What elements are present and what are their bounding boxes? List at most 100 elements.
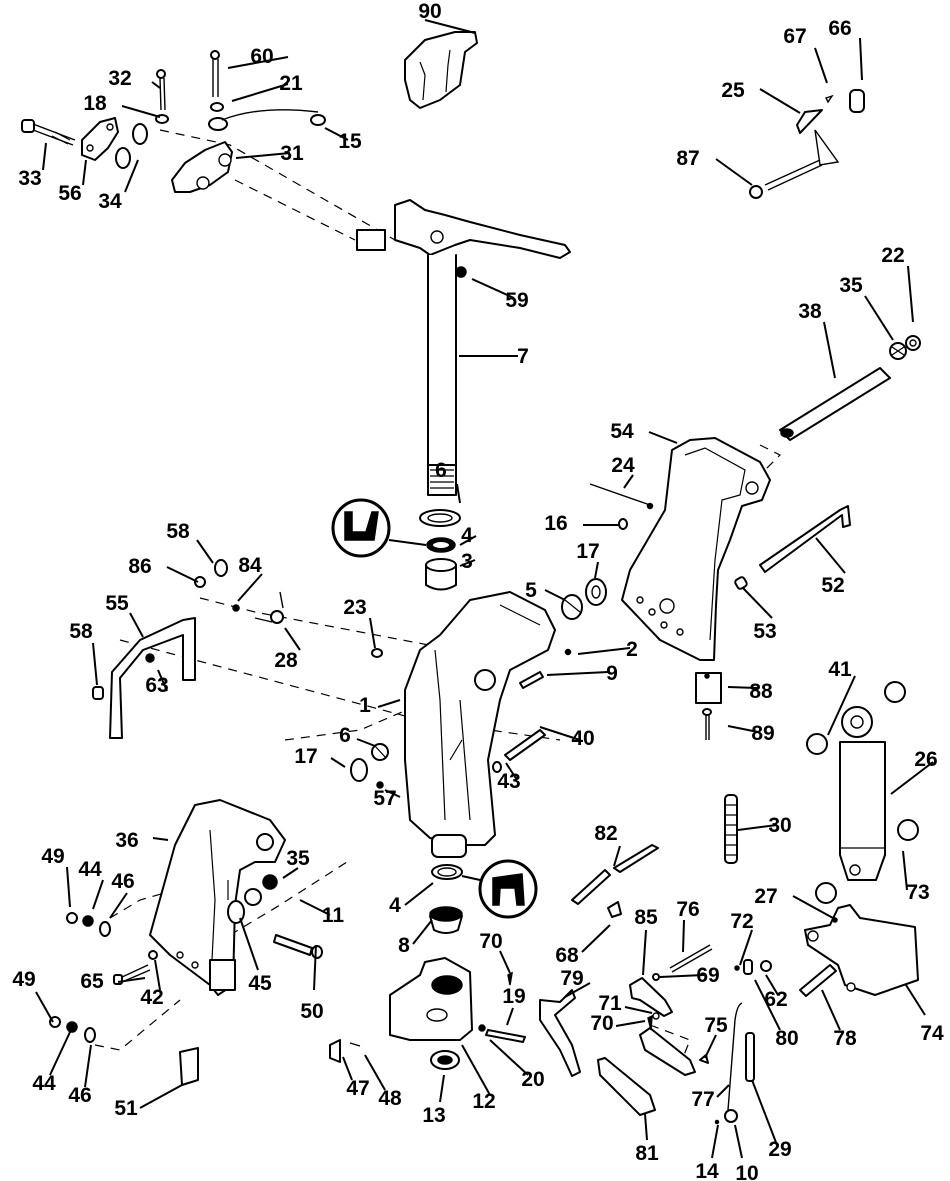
leader-line bbox=[84, 1044, 92, 1088]
leader-line bbox=[814, 47, 828, 84]
leader-line bbox=[92, 642, 98, 686]
callout-47: 47 bbox=[342, 1056, 370, 1100]
callout-number: 90 bbox=[418, 0, 441, 23]
callout-number: 29 bbox=[768, 1138, 791, 1161]
callout-number: 5 bbox=[525, 579, 537, 602]
leader-line bbox=[505, 762, 518, 781]
leader-line bbox=[594, 561, 599, 579]
leader-line bbox=[624, 1006, 653, 1014]
callout-number: 24 bbox=[611, 454, 635, 477]
callout-58: 58 bbox=[166, 520, 214, 564]
callout-number: 54 bbox=[610, 420, 634, 443]
callout-11: 11 bbox=[299, 899, 344, 927]
callout-number: 41 bbox=[828, 658, 852, 681]
leader-line bbox=[864, 295, 894, 341]
part-cap-22 bbox=[905, 335, 921, 351]
callout-44: 44 bbox=[78, 858, 104, 910]
part-bolt-24 bbox=[589, 483, 654, 510]
callout-34: 34 bbox=[98, 159, 139, 213]
callout-number: 21 bbox=[279, 72, 303, 95]
part-stern-bracket-54 bbox=[621, 437, 771, 661]
callout-35: 35 bbox=[839, 274, 894, 341]
leader-line bbox=[546, 671, 609, 676]
part-pin-48 bbox=[349, 1042, 361, 1047]
callout-44: 44 bbox=[32, 1031, 71, 1095]
callout-88: 88 bbox=[727, 680, 773, 703]
leader-line bbox=[539, 726, 581, 741]
callout-15: 15 bbox=[324, 127, 362, 153]
leader-line bbox=[231, 83, 289, 102]
callout-number: 14 bbox=[695, 1160, 719, 1181]
callout-number: 12 bbox=[472, 1090, 495, 1113]
part-spring-28 bbox=[254, 591, 284, 624]
part-block-88 bbox=[695, 672, 722, 704]
callout-number: 27 bbox=[754, 885, 777, 908]
callout-12: 12 bbox=[461, 1044, 496, 1113]
callout-number: 71 bbox=[598, 992, 622, 1015]
leader-line bbox=[424, 19, 476, 34]
leader-line bbox=[739, 929, 753, 966]
part-seal-4-lower bbox=[431, 864, 463, 880]
callout-number: 55 bbox=[105, 592, 129, 615]
callout-48: 48 bbox=[364, 1054, 402, 1110]
callout-number: 56 bbox=[58, 182, 81, 205]
callout-number: 46 bbox=[68, 1084, 91, 1107]
callout-3: 3 bbox=[459, 550, 476, 573]
callout-54: 54 bbox=[610, 420, 678, 444]
part-pin-40 bbox=[504, 729, 546, 761]
part-links-82 bbox=[571, 844, 659, 905]
leader-line bbox=[239, 917, 259, 971]
leader-line bbox=[330, 757, 346, 768]
leader-line bbox=[890, 761, 934, 795]
callout-70: 70 bbox=[479, 930, 511, 974]
leader-line bbox=[823, 321, 836, 379]
leader-line bbox=[827, 675, 856, 736]
leader-line bbox=[124, 159, 139, 193]
callout-number: 50 bbox=[300, 1000, 323, 1023]
callout-10: 10 bbox=[734, 1124, 759, 1181]
leader-line bbox=[459, 559, 476, 567]
part-bracket-55 bbox=[109, 617, 196, 739]
leader-line bbox=[284, 627, 301, 651]
callout-number: 44 bbox=[78, 858, 102, 881]
part-cable-15 bbox=[221, 109, 326, 126]
part-cap-87 bbox=[749, 185, 763, 199]
leader-line bbox=[648, 431, 678, 444]
callout-number: 48 bbox=[378, 1087, 402, 1110]
part-screw-16 bbox=[618, 518, 628, 530]
leader-line bbox=[907, 265, 914, 323]
part-screw-23 bbox=[371, 648, 383, 658]
part-tube-7 bbox=[427, 254, 457, 496]
callout-53: 53 bbox=[742, 587, 777, 643]
callout-4: 4 bbox=[389, 882, 434, 917]
leader-line bbox=[682, 919, 685, 953]
part-cylinder-26 bbox=[839, 706, 886, 881]
callout-75: 75 bbox=[704, 1014, 728, 1059]
part-washer-17-lower bbox=[350, 758, 368, 782]
leader-line bbox=[152, 837, 169, 841]
callout-56: 56 bbox=[58, 159, 87, 205]
part-bushing-73 bbox=[815, 819, 919, 904]
leader-line bbox=[456, 483, 461, 504]
callout-69: 69 bbox=[659, 964, 720, 987]
leader-line bbox=[129, 612, 144, 638]
leader-line bbox=[342, 1056, 353, 1081]
part-washer-86 bbox=[194, 576, 206, 588]
part-bolt-76 bbox=[669, 944, 713, 973]
callout-82: 82 bbox=[594, 822, 621, 867]
callout-number: 73 bbox=[906, 881, 929, 904]
leader-line bbox=[82, 159, 87, 186]
callout-8: 8 bbox=[398, 919, 433, 957]
leader-line bbox=[324, 127, 349, 141]
part-pin-70-upper bbox=[507, 971, 513, 986]
callout-17: 17 bbox=[294, 745, 346, 768]
leader-line bbox=[716, 1084, 730, 1098]
leader-line bbox=[166, 566, 199, 583]
seal-lip-detail-lower bbox=[461, 859, 538, 919]
leader-line bbox=[489, 1039, 529, 1076]
leader-line bbox=[384, 789, 401, 798]
callout-number: 28 bbox=[274, 649, 298, 672]
callout-45: 45 bbox=[239, 917, 272, 995]
